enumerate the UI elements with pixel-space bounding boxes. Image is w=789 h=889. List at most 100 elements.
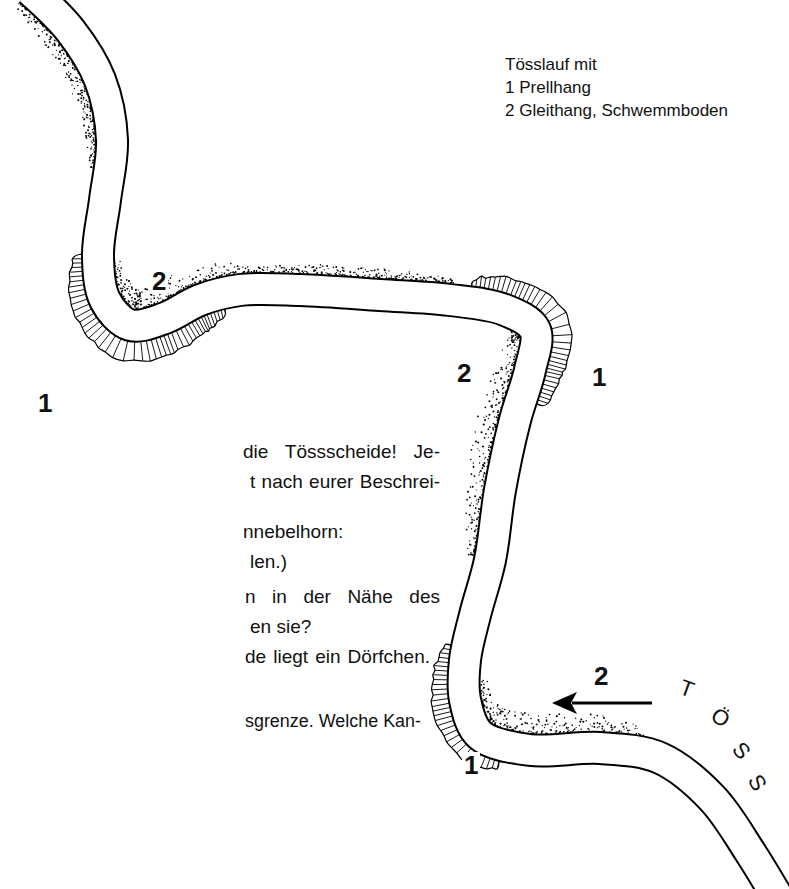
stipple-dot xyxy=(336,269,338,271)
stipple-dot xyxy=(593,722,595,724)
stipple-dot xyxy=(83,99,84,100)
stipple-dot xyxy=(409,277,410,278)
hatch-stroke xyxy=(501,276,506,293)
stipple-dot xyxy=(482,485,483,486)
stipple-dot xyxy=(625,722,627,724)
stipple-dot xyxy=(503,387,504,388)
stipple-dot xyxy=(488,446,489,447)
stipple-dot xyxy=(90,133,91,134)
stipple-dot xyxy=(475,529,476,530)
stipple-dot xyxy=(517,336,519,338)
stipple-dot xyxy=(481,684,483,686)
stipple-dot xyxy=(545,717,546,718)
hatch-stroke xyxy=(544,304,558,316)
stipple-dot xyxy=(90,121,92,123)
stipple-dot xyxy=(279,265,281,267)
stipple-dot xyxy=(489,400,491,402)
stipple-dot xyxy=(546,721,547,722)
stipple-dot xyxy=(614,726,616,728)
stipple-dot xyxy=(553,723,555,725)
stipple-dot xyxy=(427,277,428,278)
stipple-dot xyxy=(623,726,625,728)
stipple-dot xyxy=(445,281,446,282)
stipple-dot xyxy=(126,279,127,280)
hatch-stroke xyxy=(548,312,566,322)
stipple-dot xyxy=(574,729,575,730)
stipple-dot xyxy=(165,295,167,297)
stipple-dot xyxy=(487,711,489,713)
stipple-dot xyxy=(356,273,357,274)
stipple-dot xyxy=(29,16,30,17)
stipple-dot xyxy=(410,275,411,276)
stipple-dot xyxy=(341,267,343,269)
callout-number: 1 xyxy=(36,390,54,416)
stipple-dot xyxy=(508,725,509,726)
stipple-dot xyxy=(477,511,479,513)
stipple-dot xyxy=(486,707,488,709)
stipple-dot xyxy=(92,161,94,163)
stipple-dot xyxy=(509,362,511,364)
stipple-dot xyxy=(77,81,79,83)
stipple-dot xyxy=(469,544,471,546)
stipple-dot xyxy=(483,423,485,425)
cropped-text-line: de liegt ein Dörfchen. xyxy=(245,646,430,668)
stipple-dot xyxy=(562,725,563,726)
hatch-stroke xyxy=(545,371,562,375)
stipple-dot xyxy=(121,279,123,281)
stipple-dot xyxy=(85,99,87,101)
stipple-dot xyxy=(482,691,484,693)
stipple-dot xyxy=(82,117,83,118)
stipple-dot xyxy=(49,41,51,43)
stipple-dot xyxy=(492,397,493,398)
stipple-dot xyxy=(473,537,474,538)
stipple-dot xyxy=(137,299,139,301)
stipple-dot xyxy=(531,727,532,728)
stipple-dot xyxy=(521,723,523,725)
hatch-stroke xyxy=(204,315,210,329)
stipple-dot xyxy=(483,699,485,701)
stipple-dot xyxy=(358,268,360,270)
stipple-dot xyxy=(325,272,326,273)
stipple-dot xyxy=(89,158,90,159)
stipple-dot xyxy=(482,465,484,467)
stipple-dot xyxy=(496,372,498,374)
stipple-dot xyxy=(367,271,368,272)
stipple-dot xyxy=(538,715,539,716)
stipple-dot xyxy=(82,108,84,110)
stipple-dot xyxy=(574,728,575,729)
stipple-dot xyxy=(337,270,338,271)
stipple-dot xyxy=(321,265,322,266)
stipple-dot xyxy=(593,726,595,728)
cropped-text-line: die Tössscheide! Je- xyxy=(243,441,440,463)
hatch-stroke xyxy=(447,734,461,742)
stipple-dot xyxy=(124,298,125,299)
stipple-dot xyxy=(263,266,265,268)
callout-number: 2 xyxy=(592,663,610,689)
stipple-dot xyxy=(86,104,88,106)
stipple-dot xyxy=(324,269,325,270)
stipple-dot xyxy=(339,274,340,275)
stipple-dot xyxy=(502,392,504,394)
stipple-dot xyxy=(406,274,407,275)
stipple-dot xyxy=(607,723,609,725)
stipple-dot xyxy=(140,293,141,294)
stipple-dot xyxy=(306,271,308,273)
stipple-dot xyxy=(430,276,432,278)
stipple-dot xyxy=(134,293,135,294)
stipple-dot xyxy=(88,126,89,127)
stipple-dot xyxy=(511,332,513,334)
stipple-dot xyxy=(507,340,508,341)
stipple-dot xyxy=(93,149,94,150)
stipple-dot xyxy=(503,719,504,720)
hatch-stroke xyxy=(433,707,451,711)
stipple-dot xyxy=(381,275,383,277)
stipple-dot xyxy=(502,388,504,390)
stipple-dot xyxy=(514,711,515,712)
stipple-dot xyxy=(541,732,543,734)
stipple-dot xyxy=(136,304,138,306)
stipple-dot xyxy=(470,553,472,555)
stipple-dot xyxy=(59,58,61,60)
stipple-dot xyxy=(127,288,128,289)
stipple-dot xyxy=(501,397,503,399)
callout-number: 1 xyxy=(590,364,608,390)
